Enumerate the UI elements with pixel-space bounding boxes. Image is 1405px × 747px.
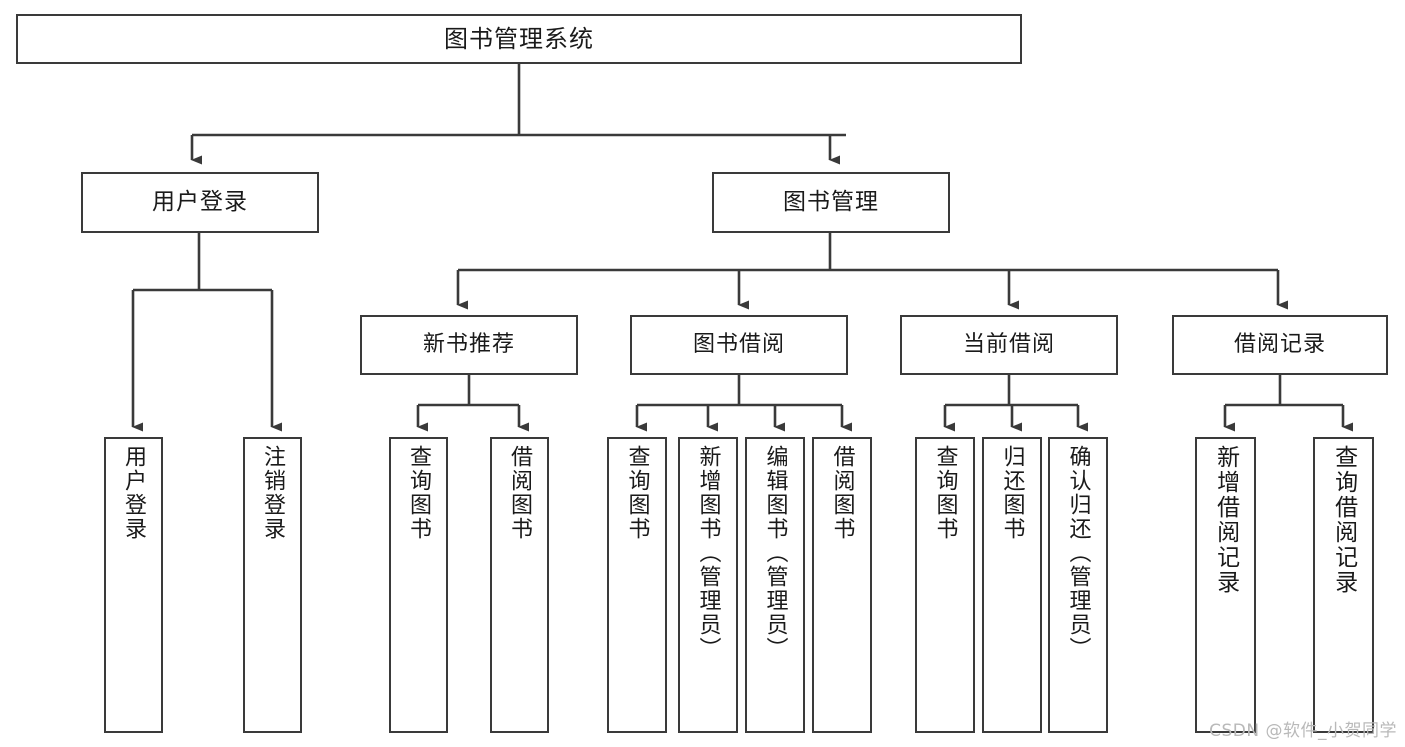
leaf-current-borrow-return[interactable]: 归还图书 [982,437,1042,733]
node-book-management[interactable]: 图书管理 [712,172,950,233]
leaf-user-login-signout[interactable]: 注销登录 [243,437,302,733]
leaf-new-book-borrow[interactable]: 借阅图书 [490,437,549,733]
node-label: 查询借阅记录 [1330,445,1357,595]
csdn-watermark: CSDN @软件_小贺同学 [1209,721,1397,741]
leaf-book-borrow-borrow[interactable]: 借阅图书 [812,437,872,733]
node-label: 图书管理系统 [444,24,594,53]
node-label: 新书推荐 [422,332,515,358]
node-label: 注销登录 [260,445,286,541]
node-label: 当前借阅 [962,332,1055,358]
node-label: 编辑图书（管理员） [762,445,788,661]
node-library-system[interactable]: 图书管理系统 [16,14,1022,64]
node-label: 图书管理 [783,188,879,215]
node-label: 新增图书（管理员） [695,445,721,661]
leaf-borrow-record-add[interactable]: 新增借阅记录 [1195,437,1256,733]
leaf-new-book-query[interactable]: 查询图书 [389,437,448,733]
node-label: 用户登录 [152,188,248,215]
node-label: 查询图书 [406,445,432,541]
node-label: 归还图书 [999,445,1025,541]
leaf-book-borrow-add[interactable]: 新增图书（管理员） [678,437,738,733]
leaf-book-borrow-query[interactable]: 查询图书 [607,437,667,733]
node-label: 新增借阅记录 [1212,445,1239,595]
leaf-user-login-signin[interactable]: 用户登录 [104,437,163,733]
leaf-borrow-record-query[interactable]: 查询借阅记录 [1313,437,1374,733]
leaf-book-borrow-edit[interactable]: 编辑图书（管理员） [745,437,805,733]
leaf-current-borrow-confirm[interactable]: 确认归还（管理员） [1048,437,1108,733]
node-book-borrow[interactable]: 图书借阅 [630,315,848,375]
node-label: 借阅记录 [1233,332,1326,358]
node-current-borrow[interactable]: 当前借阅 [900,315,1118,375]
node-label: 查询图书 [624,445,650,541]
node-label: 查询图书 [932,445,958,541]
leaf-current-borrow-query[interactable]: 查询图书 [915,437,975,733]
node-user-login[interactable]: 用户登录 [81,172,319,233]
node-label: 确认归还（管理员） [1065,445,1091,661]
node-label: 用户登录 [121,445,147,541]
node-label: 借阅图书 [507,445,533,541]
node-label: 借阅图书 [829,445,855,541]
node-new-book-recommend[interactable]: 新书推荐 [360,315,578,375]
node-borrow-record[interactable]: 借阅记录 [1172,315,1388,375]
node-label: 图书借阅 [692,332,785,358]
